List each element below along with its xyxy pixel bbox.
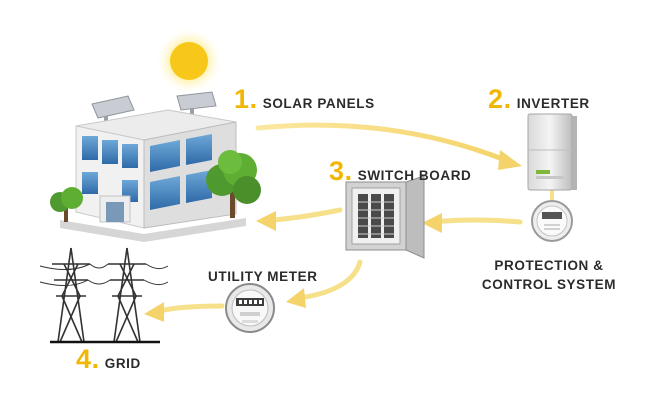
flow-arrow-protection-to-switchboard [422, 213, 523, 233]
step-number: 2. [488, 84, 512, 114]
step-label-solar-panels: 1. SOLAR PANELS [234, 86, 375, 113]
inverter-icon [527, 113, 577, 191]
building-icon [60, 91, 246, 242]
step-text: INVERTER [516, 96, 590, 111]
protection-meter-icon [531, 200, 573, 242]
tree-icon-small [50, 187, 83, 222]
utility-meter-label: UTILITY METER [208, 269, 318, 284]
step-label-inverter: 2. INVERTER [488, 86, 590, 113]
tree-icon [206, 150, 261, 218]
flow-arrow-panels-to-inverter [255, 122, 522, 170]
step-number: 1. [234, 84, 258, 114]
protection-label-line1: PROTECTION & [494, 258, 604, 273]
utility-meter-icon [225, 283, 275, 333]
step-label-grid: 4. GRID [76, 346, 141, 373]
sun-icon [155, 27, 223, 95]
flow-arrow-switchboard-to-building [256, 207, 343, 231]
protection-label-line2: CONTROL SYSTEM [481, 277, 617, 292]
step-number: 3. [329, 156, 353, 186]
flow-arrow-meter-to-grid [144, 302, 225, 322]
step-label-switch-board: 3. SWITCH BOARD [329, 158, 471, 185]
step-number: 4. [76, 344, 100, 374]
step-text: GRID [104, 356, 141, 371]
step-text: SWITCH BOARD [357, 168, 472, 183]
step-text: SOLAR PANELS [262, 96, 375, 111]
protection-control-label: PROTECTION & CONTROL SYSTEM [474, 256, 624, 294]
switch-board-icon [345, 175, 425, 259]
flow-arrow-switchboard-to-meter [286, 259, 363, 308]
power-tower-icon [39, 247, 169, 343]
